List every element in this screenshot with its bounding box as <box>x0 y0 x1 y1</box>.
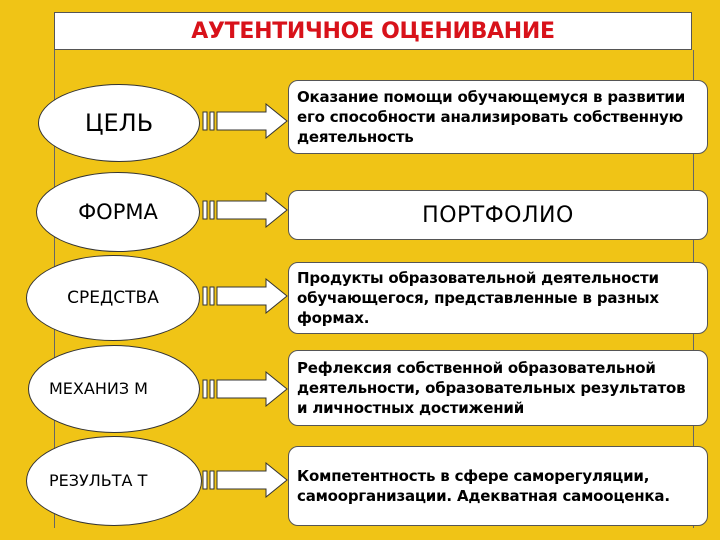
box-goal: Оказание помощи обучающемуся в развитии … <box>288 80 708 154</box>
text-means: Продукты образовательной деятельности об… <box>297 269 659 327</box>
oval-goal: ЦЕЛЬ <box>38 84 200 162</box>
title-box: АУТЕНТИЧНОЕ ОЦЕНИВАНИЕ <box>54 12 692 50</box>
box-means: Продукты образовательной деятельности об… <box>288 262 708 334</box>
label-form: ФОРМА <box>78 200 158 224</box>
oval-mechanism: МЕХАНИЗ М <box>28 345 200 433</box>
box-form: ПОРТФОЛИО <box>288 190 708 240</box>
text-goal: Оказание помощи обучающемуся в развитии … <box>297 88 686 146</box>
label-goal: ЦЕЛЬ <box>84 109 154 137</box>
oval-result: РЕЗУЛЬТА Т <box>26 436 202 526</box>
arrow-right-icon <box>202 462 288 498</box>
arrow-right-icon <box>202 103 288 139</box>
arrow-right-icon <box>202 371 288 407</box>
arrow-right-icon <box>202 192 288 228</box>
diagram-title: АУТЕНТИЧНОЕ ОЦЕНИВАНИЕ <box>191 19 555 44</box>
text-result: Компетентность в сфере саморегуляции, са… <box>297 467 670 505</box>
text-form: ПОРТФОЛИО <box>422 202 574 228</box>
label-mechanism: МЕХАНИЗ М <box>49 379 148 398</box>
arrow-right-icon <box>202 278 288 314</box>
oval-means: СРЕДСТВА <box>26 255 200 341</box>
box-mechanism: Рефлексия собственной образовательной де… <box>288 350 708 426</box>
oval-form: ФОРМА <box>36 172 200 252</box>
label-means: СРЕДСТВА <box>67 288 159 308</box>
label-result: РЕЗУЛЬТА Т <box>49 471 148 490</box>
text-mechanism: Рефлексия собственной образовательной де… <box>297 359 686 417</box>
box-result: Компетентность в сфере саморегуляции, са… <box>288 446 708 526</box>
